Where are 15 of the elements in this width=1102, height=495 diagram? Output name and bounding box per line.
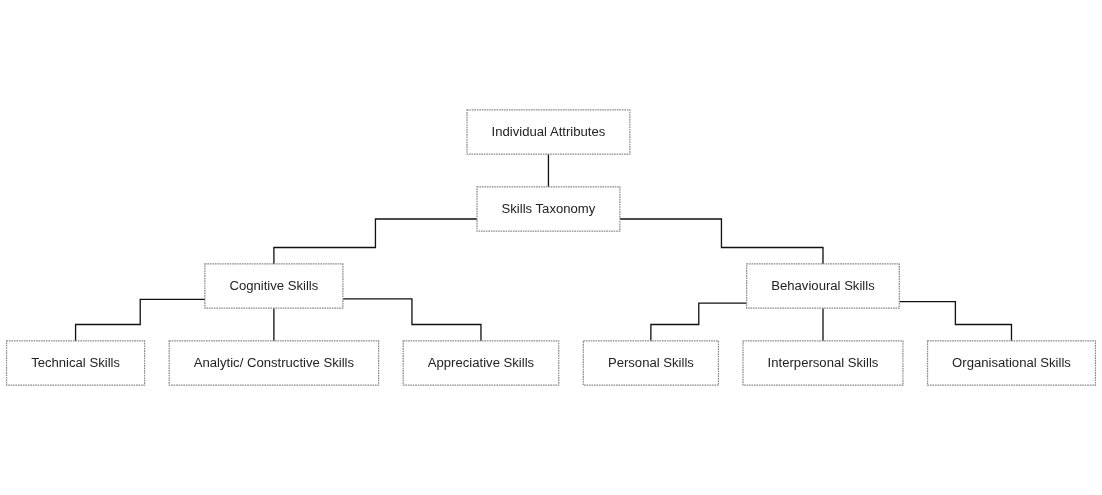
node-box: Individual Attributes [466, 109, 631, 155]
node-box: Personal Skills [582, 340, 720, 386]
node-box: Technical Skills [5, 340, 146, 386]
node-box: Appreciative Skills [402, 340, 560, 386]
connector [547, 153, 550, 188]
node-box: Interpersonal Skills [742, 340, 904, 386]
node-box: Skills Taxonomy [476, 186, 621, 232]
connector [342, 298, 482, 342]
connector [273, 307, 275, 342]
node-box: Cognitive Skills [204, 263, 344, 309]
node-box: Analytic/ Constructive Skills [168, 340, 380, 386]
node-box: Organisational Skills [926, 340, 1097, 386]
connector [822, 307, 824, 342]
connector [619, 218, 824, 265]
node-box: Behavioural Skills [746, 263, 900, 309]
